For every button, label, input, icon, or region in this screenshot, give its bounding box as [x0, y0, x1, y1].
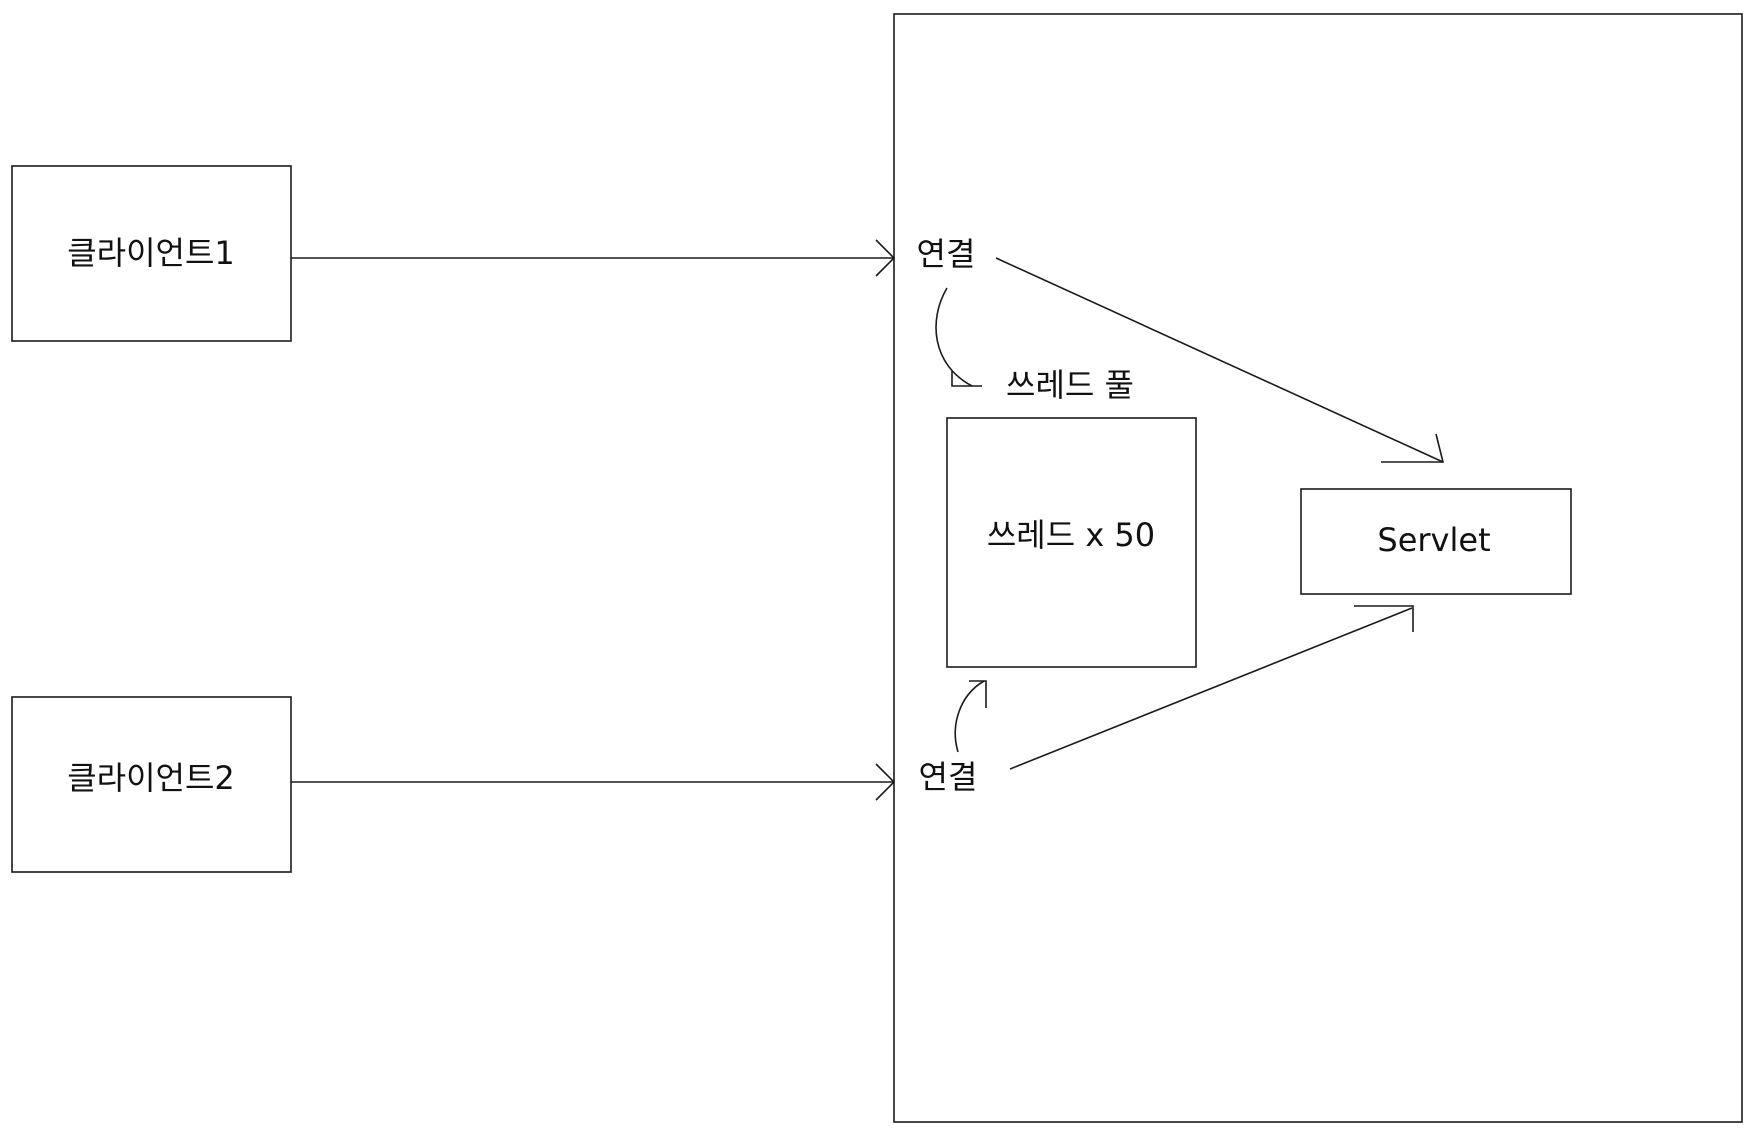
- client-2-node: 클라이언트2: [11, 696, 292, 873]
- thread-box: [946, 417, 1197, 668]
- connection-1-to-servlet-arrow: [995, 257, 1445, 463]
- servlet-label: Servlet: [1377, 521, 1490, 559]
- connection-2-to-servlet-arrow: [1009, 605, 1414, 770]
- client-2-box: [11, 696, 292, 873]
- servlet-node: Servlet: [1300, 488, 1572, 595]
- thread-pool-label: 쓰레드 풀: [1006, 366, 1134, 404]
- connection-2-to-thread-arrow: [954, 680, 987, 753]
- client-1-node: 클라이언트1: [11, 165, 292, 342]
- servlet-box: [1300, 488, 1572, 595]
- client-1-arrow: [291, 239, 896, 277]
- connection-1-to-pool-arrow: [935, 287, 982, 387]
- thread-box-label: 쓰레드 x 50: [987, 516, 1155, 554]
- client-1-label: 클라이언트1: [67, 234, 235, 272]
- thread-box-node: 쓰레드 x 50: [946, 417, 1197, 668]
- client-2-arrow: [291, 763, 896, 801]
- connection-label-1: 연결: [917, 235, 976, 273]
- client-2-label: 클라이언트2: [67, 759, 235, 797]
- connection-label-2: 연결: [919, 758, 978, 796]
- client-1-box: [11, 165, 292, 342]
